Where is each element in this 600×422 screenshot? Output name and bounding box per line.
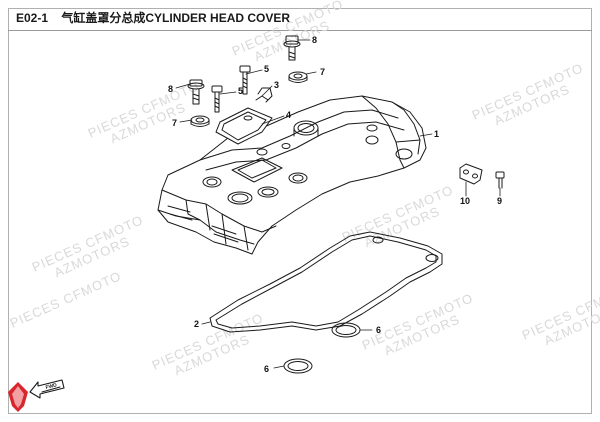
callout-10: 10	[460, 196, 471, 206]
callout-1: 1	[434, 129, 440, 139]
spark-plug-seal-upper	[331, 322, 361, 338]
leader-lines	[175, 39, 501, 369]
flange-bolt-left	[187, 79, 205, 105]
bracket	[459, 163, 483, 185]
rubber-grommet-left	[190, 115, 210, 127]
callout-4: 4	[286, 110, 292, 120]
breather-cover-plate	[215, 107, 273, 145]
rubber-grommet-top	[288, 71, 308, 83]
page-title: E02-1 气缸盖罩分总成CYLINDER HEAD COVER	[16, 9, 290, 26]
callout-6a: 6	[376, 325, 382, 335]
header: E02-1 气缸盖罩分总成CYLINDER HEAD COVER	[0, 0, 600, 34]
callout-9: 9	[497, 196, 503, 206]
cover-gasket	[209, 231, 443, 333]
diagram-frame	[8, 8, 592, 414]
flange-bolt-top	[283, 35, 301, 61]
callout-6b: 6	[264, 364, 270, 374]
callout-5b: 5	[238, 86, 244, 96]
cover-bolt-lower	[211, 85, 223, 113]
header-divider	[8, 30, 592, 31]
brand-logo	[8, 382, 28, 412]
cover-bolt-upper	[239, 65, 251, 95]
spark-plug-seal-lower	[283, 358, 313, 374]
callout-2: 2	[194, 319, 200, 329]
diagram-code: E02-1	[16, 11, 49, 25]
callout-8a: 8	[168, 84, 174, 94]
forward-label: FWD	[45, 382, 58, 391]
small-bolt	[495, 171, 505, 189]
cylinder-head-cover	[157, 95, 427, 255]
callout-8b: 8	[312, 35, 318, 45]
wire-clip	[255, 87, 273, 103]
callout-5a: 5	[264, 64, 270, 74]
callout-3: 3	[274, 80, 280, 90]
diagram-title: 气缸盖罩分总成CYLINDER HEAD COVER	[61, 11, 291, 25]
forward-arrow-icon	[29, 379, 65, 399]
callout-7a: 7	[320, 67, 326, 77]
callout-7b: 7	[172, 118, 178, 128]
